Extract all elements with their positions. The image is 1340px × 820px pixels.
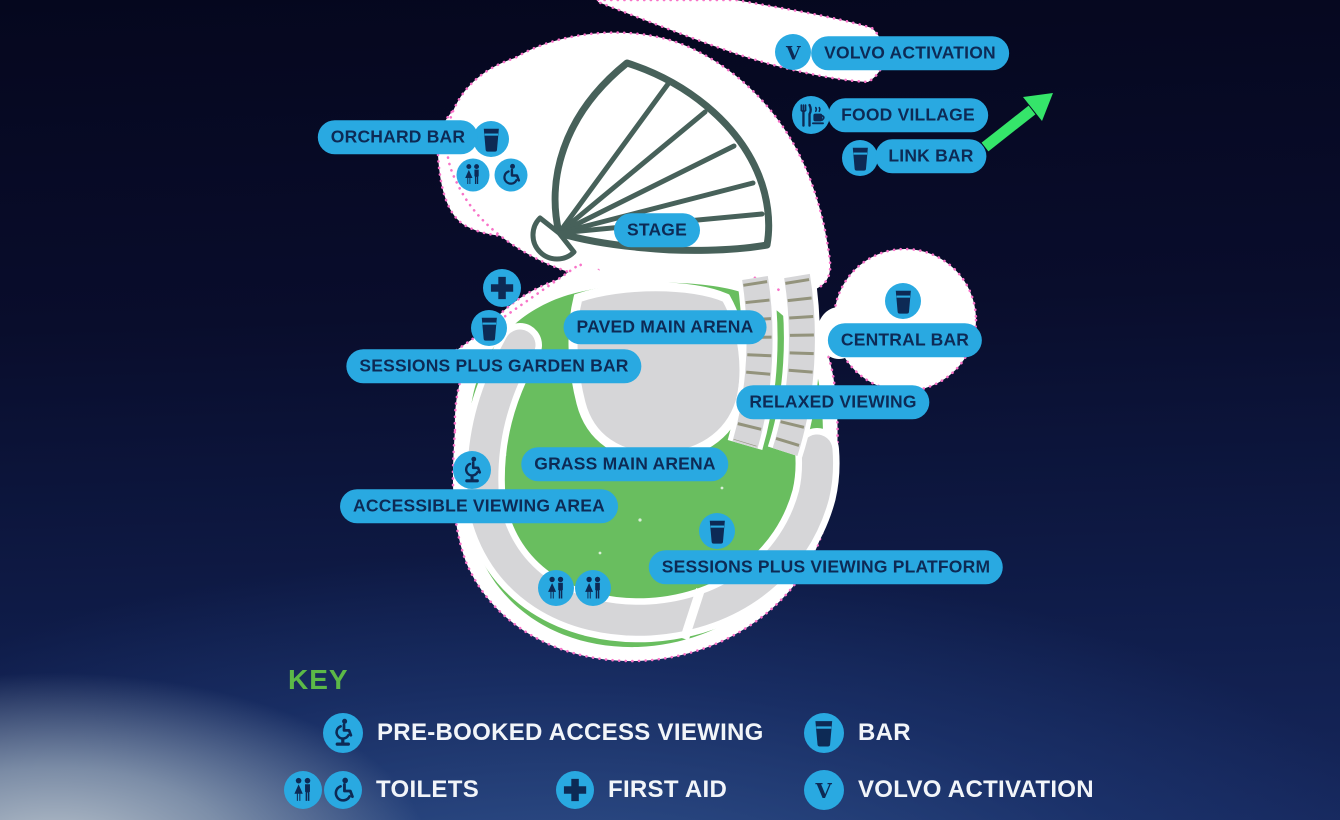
label-accessible-viewing-area: ACCESSIBLE VIEWING AREA bbox=[340, 489, 618, 523]
label-volvo-activation: VOLVO ACTIVATION bbox=[811, 36, 1009, 70]
key-item-bar: BAR bbox=[804, 713, 911, 753]
bar-icon bbox=[885, 283, 921, 319]
key-item-label: PRE-BOOKED ACCESS VIEWING bbox=[377, 719, 764, 746]
label-link-bar: LINK BAR bbox=[875, 139, 987, 173]
label-grass-main-arena: GRASS MAIN ARENA bbox=[521, 447, 729, 481]
key-item-volvo-activation: VOLVO ACTIVATION bbox=[804, 770, 1094, 810]
toilets-icon bbox=[284, 771, 322, 809]
direction-arrow-icon bbox=[981, 93, 1053, 152]
access-viewing-icon bbox=[453, 451, 491, 489]
label-relaxed-viewing: RELAXED VIEWING bbox=[736, 385, 930, 419]
volvo-icon bbox=[804, 770, 844, 810]
key-title: KEY bbox=[288, 664, 349, 695]
label-food-village: FOOD VILLAGE bbox=[828, 98, 988, 132]
bar-icon bbox=[699, 513, 735, 549]
toilets-icon bbox=[456, 158, 490, 192]
food-icon bbox=[792, 96, 830, 134]
toilets-icon bbox=[538, 570, 574, 606]
toilets-icon-pair bbox=[284, 771, 362, 809]
bar-icon bbox=[471, 310, 507, 346]
walkway-slit bbox=[680, 588, 705, 641]
key-item-toilets: TOILETS bbox=[284, 771, 479, 809]
label-paved-main-arena: PAVED MAIN ARENA bbox=[563, 310, 767, 344]
first-aid-icon bbox=[483, 269, 521, 307]
key-item-access-viewing: PRE-BOOKED ACCESS VIEWING bbox=[323, 713, 764, 753]
stage-hub bbox=[530, 215, 577, 262]
access-viewing-icon bbox=[323, 713, 363, 753]
key-item-label: BAR bbox=[858, 719, 911, 746]
label-orchard-bar: ORCHARD BAR bbox=[317, 120, 479, 154]
first-aid-icon bbox=[556, 771, 594, 809]
stage-structure bbox=[530, 59, 773, 262]
toilets-icon bbox=[575, 570, 611, 606]
key-item-label: VOLVO ACTIVATION bbox=[858, 776, 1094, 803]
volvo-icon bbox=[775, 34, 811, 70]
key-item-label: TOILETS bbox=[376, 776, 479, 803]
walkway-ring bbox=[467, 329, 834, 636]
key-item-label: FIRST AID bbox=[608, 776, 728, 803]
bar-icon bbox=[473, 121, 509, 157]
bar-icon bbox=[804, 713, 844, 753]
bar-icon bbox=[842, 140, 878, 176]
accessible-toilet-icon bbox=[494, 158, 528, 192]
key-item-first-aid: FIRST AID bbox=[556, 771, 727, 809]
relaxed-viewing-terraces bbox=[727, 273, 820, 458]
label-central-bar: CENTRAL BAR bbox=[827, 323, 983, 357]
label-sessions-plus-garden-bar: SESSIONS PLUS GARDEN BAR bbox=[346, 349, 642, 383]
accessible-toilet-icon bbox=[324, 771, 362, 809]
label-stage: STAGE bbox=[614, 213, 700, 247]
label-sessions-plus-viewing-platform: SESSIONS PLUS VIEWING PLATFORM bbox=[648, 550, 1004, 584]
